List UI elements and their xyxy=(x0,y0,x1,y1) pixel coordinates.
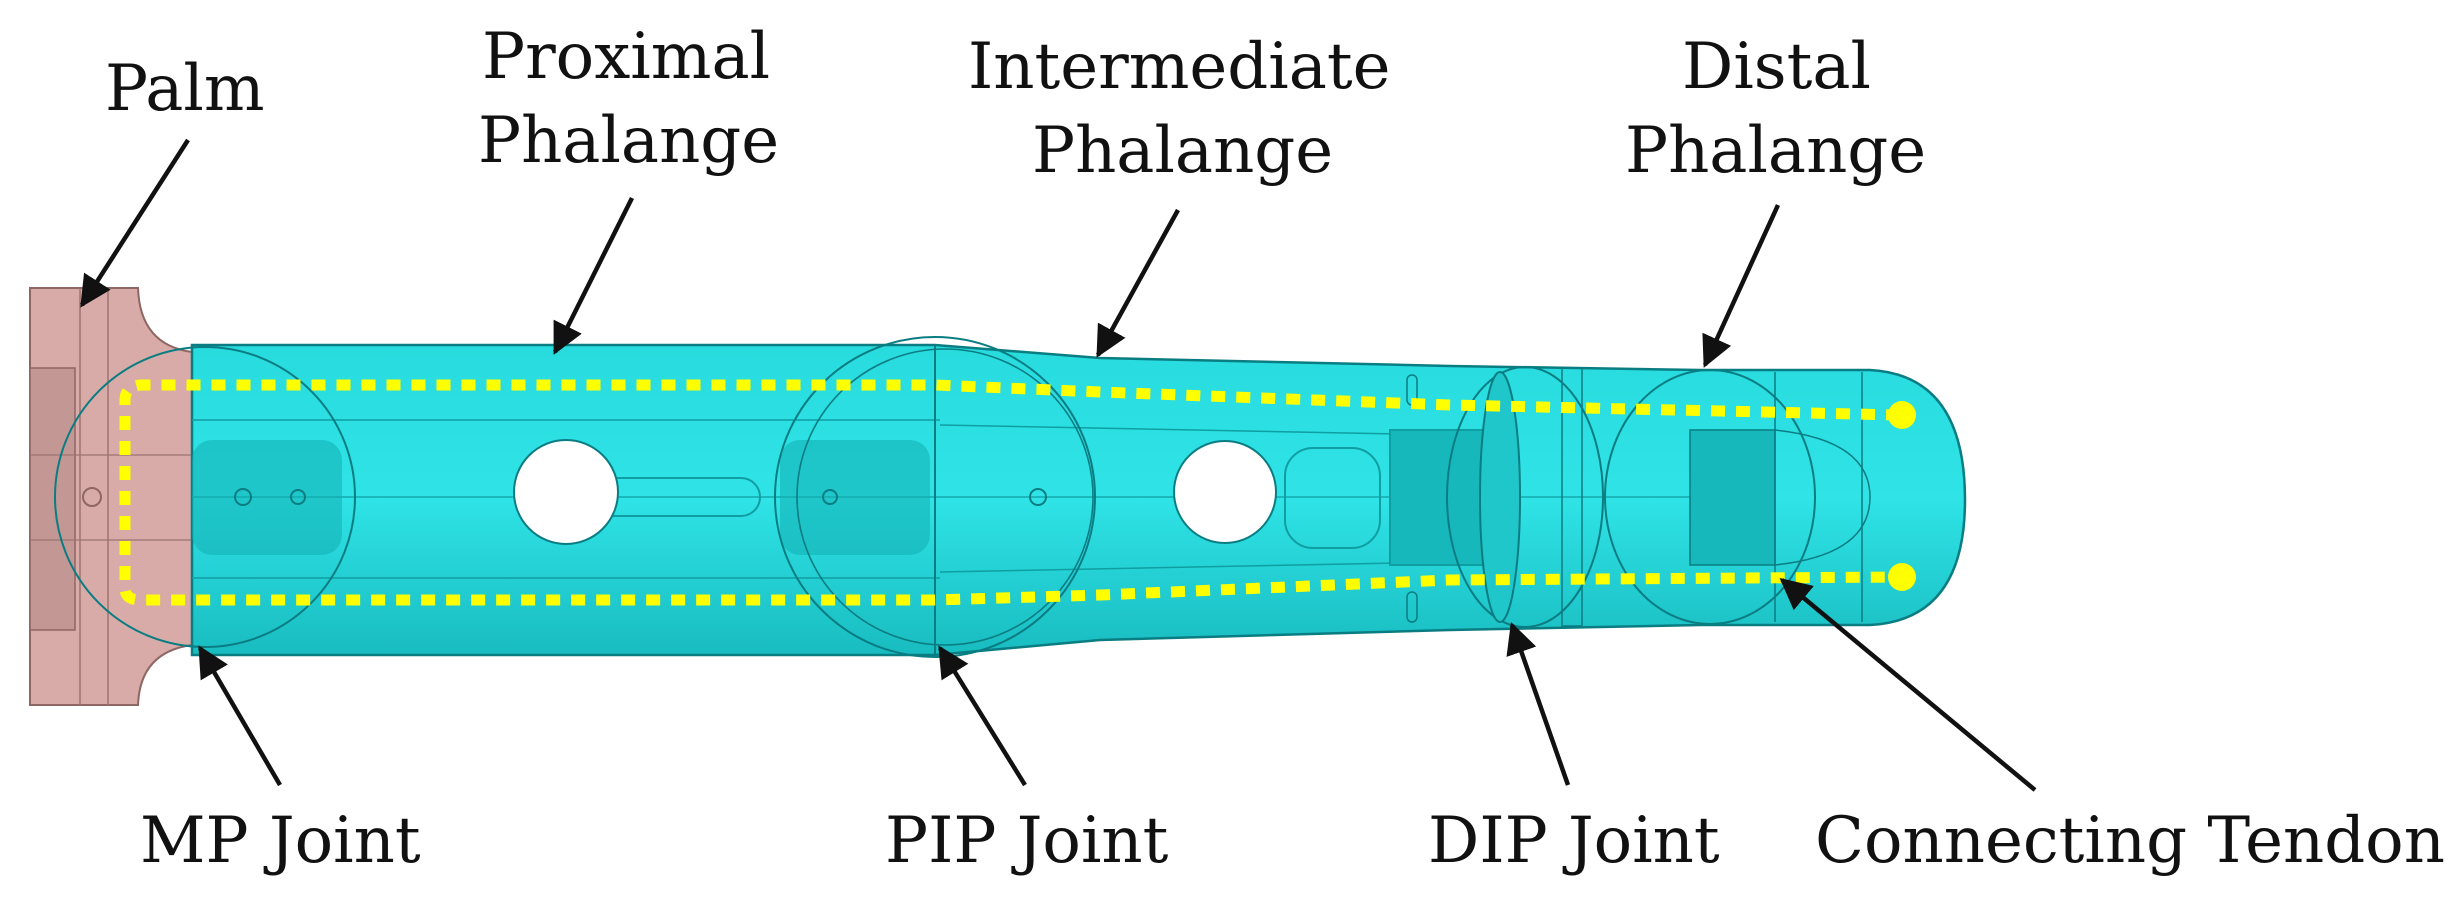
dip-joint-label: DIP Joint xyxy=(1428,804,1720,878)
palm-label: Palm xyxy=(105,52,265,126)
pip-joint-label: PIP Joint xyxy=(885,804,1169,878)
proximal-arrow xyxy=(552,196,635,355)
distal-label-line1: Distal xyxy=(1682,30,1871,104)
tendon-path xyxy=(119,379,1916,606)
intermediate-arrow xyxy=(1096,208,1180,358)
tendon-label: Connecting Tendon xyxy=(1815,804,2445,878)
distal-arrow xyxy=(1702,204,1781,368)
tendon-anchor-bottom xyxy=(1888,563,1916,591)
mp-joint-arrow xyxy=(198,645,282,787)
labels: Palm Proximal Phalange Intermediate Phal… xyxy=(105,20,2445,878)
intermediate-hole xyxy=(1173,440,1277,544)
intermediate-label-line1: Intermediate xyxy=(968,30,1390,104)
pip-joint-circle-b xyxy=(796,348,1094,646)
pip-joint-arrow xyxy=(938,645,1027,787)
proximal-label-line1: Proximal xyxy=(482,20,770,94)
mp-joint-label: MP Joint xyxy=(140,804,421,878)
dip-joint-ellipse-b xyxy=(1479,371,1521,623)
palm-pin-hole xyxy=(82,487,102,507)
dip-joint-arrow xyxy=(1506,622,1571,786)
palm-slot xyxy=(29,367,76,631)
tendon-arrow xyxy=(1779,577,2037,792)
palm-arrow xyxy=(80,138,190,308)
distal-ellipse xyxy=(1604,369,1816,625)
pip-joint-circle-a xyxy=(774,336,1096,658)
tendon-loop xyxy=(119,379,1901,606)
distal-label-line2: Phalange xyxy=(1625,114,1926,188)
proximal-label-line2: Phalange xyxy=(478,104,779,178)
tendon-anchor-top xyxy=(1888,401,1916,429)
intermediate-label-line2: Phalange xyxy=(1032,114,1333,188)
leader-arrows xyxy=(80,138,2037,792)
proximal-hole xyxy=(513,439,619,545)
